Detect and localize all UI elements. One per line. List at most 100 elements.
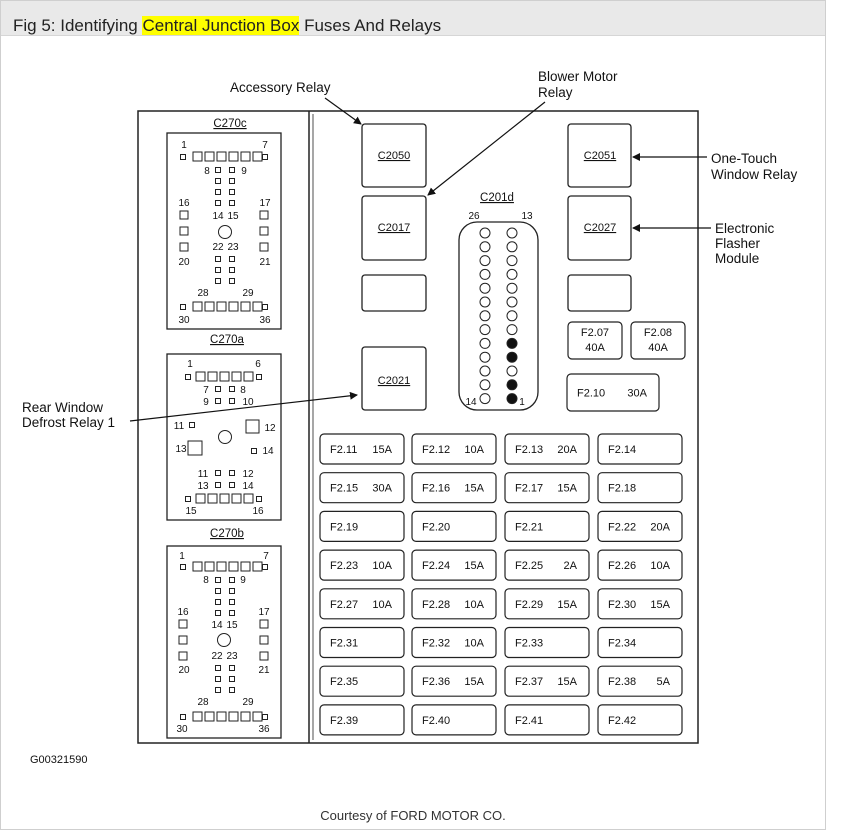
pin	[479, 241, 491, 253]
fuse-rating: 20A	[557, 444, 577, 456]
callout-accessory-relay: Accessory Relay	[230, 80, 362, 125]
pin-label: 14	[212, 211, 224, 222]
fuse-f2-21: F2.21	[504, 510, 590, 542]
figure-frame	[0, 0, 826, 830]
fuse-id: F2.16	[422, 483, 450, 495]
fuse-f2-36: F2.36 15A	[411, 665, 497, 697]
pin-label: 1	[181, 140, 187, 151]
title-highlight: Central Junction Box	[142, 16, 300, 35]
fuse-id: F2.37	[515, 676, 543, 688]
callout-rear-window-defrost-relay: Rear Window Defrost Relay 1	[22, 391, 358, 430]
fuse-id: F2.33	[515, 638, 543, 650]
pin-label: 23	[227, 242, 239, 253]
pin	[479, 227, 491, 239]
pin-label: 7	[262, 140, 268, 151]
pin-label: 36	[258, 724, 270, 735]
fuse-f2-32: F2.32 10A	[411, 626, 497, 659]
fuse-id: F2.21	[515, 521, 543, 533]
pin-label: 20	[178, 257, 190, 268]
fuse-id: F2.30	[608, 599, 636, 611]
callout-text: Rear Window	[22, 400, 103, 415]
empty-relay-slot	[361, 274, 427, 312]
pin-label: 6	[255, 359, 261, 370]
pin-label: 15	[185, 506, 197, 517]
callout-blower-motor-relay: Blower Motor Relay	[427, 69, 618, 196]
fuse-rating: 15A	[557, 676, 577, 688]
fuse-rating: 15A	[464, 560, 484, 572]
fuse-id: F2.36	[422, 676, 450, 688]
callout-text: Blower Motor	[538, 69, 618, 84]
pin-pair	[215, 470, 235, 488]
fuse-id: F2.26	[608, 560, 636, 572]
pin-label: 29	[242, 288, 254, 299]
fuse-f2-19: F2.19	[319, 510, 405, 542]
fuse-rating: 40A	[585, 342, 605, 354]
fuse-rating: 10A	[650, 560, 670, 572]
callout-text: Defrost Relay 1	[22, 415, 115, 430]
fuse-id: F2.19	[330, 521, 358, 533]
pin	[506, 337, 518, 349]
fuse-rating: 15A	[464, 483, 484, 495]
pin	[479, 393, 491, 405]
pin	[506, 324, 518, 336]
fuse-f2-40: F2.40	[411, 704, 497, 736]
fuse-rating: 15A	[650, 599, 670, 611]
fuse-rating: 10A	[464, 638, 484, 650]
courtesy-footer: Courtesy of FORD MOTOR CO.	[320, 808, 506, 823]
connector-label: C270c	[213, 118, 246, 130]
callout-text: Relay	[538, 85, 573, 100]
fuse-f2-13: F2.13 20A	[504, 433, 590, 465]
fuse-id: F2.17	[515, 483, 543, 495]
fuse-id: F2.20	[422, 521, 450, 533]
pin	[506, 227, 518, 239]
pin-label: 14	[465, 397, 477, 408]
pin-row	[180, 561, 268, 572]
connector-label: C201d	[480, 192, 514, 204]
callout-text: Accessory Relay	[230, 80, 331, 95]
callout-text: Window Relay	[711, 167, 798, 182]
fuse-id: F2.24	[422, 560, 450, 572]
pin-label: 22	[212, 242, 224, 253]
pin	[479, 379, 491, 391]
pin-label: 28	[197, 697, 209, 708]
relay-label: C2027	[584, 222, 616, 234]
fuse-id: F2.12	[422, 444, 450, 456]
pin-column	[215, 256, 235, 284]
fuse-rating: 15A	[464, 676, 484, 688]
pin	[506, 310, 518, 322]
pin-side	[178, 619, 269, 661]
pin-label: 1	[179, 551, 185, 562]
title-prefix: Fig 5: Identifying	[13, 16, 143, 35]
pin	[506, 393, 518, 405]
relay-c2017: C2017	[361, 195, 427, 261]
fuse-id: F2.25	[515, 560, 543, 572]
fuse-rating: 30A	[372, 483, 392, 495]
pin-label: 11	[198, 469, 209, 480]
fuse-id: F2.13	[515, 444, 543, 456]
pin-label: 21	[258, 665, 270, 676]
pin-label: 15	[227, 211, 239, 222]
fuse-id: F2.32	[422, 638, 450, 650]
relay-label: C2021	[378, 375, 410, 387]
pin-label: 16	[178, 198, 190, 209]
fuse-rating: 10A	[372, 560, 392, 572]
pin-label: 14	[262, 446, 274, 457]
fuse-id: F2.34	[608, 638, 636, 650]
connector-label: C270a	[210, 334, 244, 346]
pin-label: 12	[264, 423, 276, 434]
relay-c2021: C2021	[361, 346, 427, 411]
pin-column	[215, 167, 235, 206]
pin	[479, 268, 491, 280]
connector-c270c: C270c 1 7 8 9 16 17 14 15 22 23 20 21	[166, 118, 282, 330]
fuse-rating: 10A	[464, 444, 484, 456]
